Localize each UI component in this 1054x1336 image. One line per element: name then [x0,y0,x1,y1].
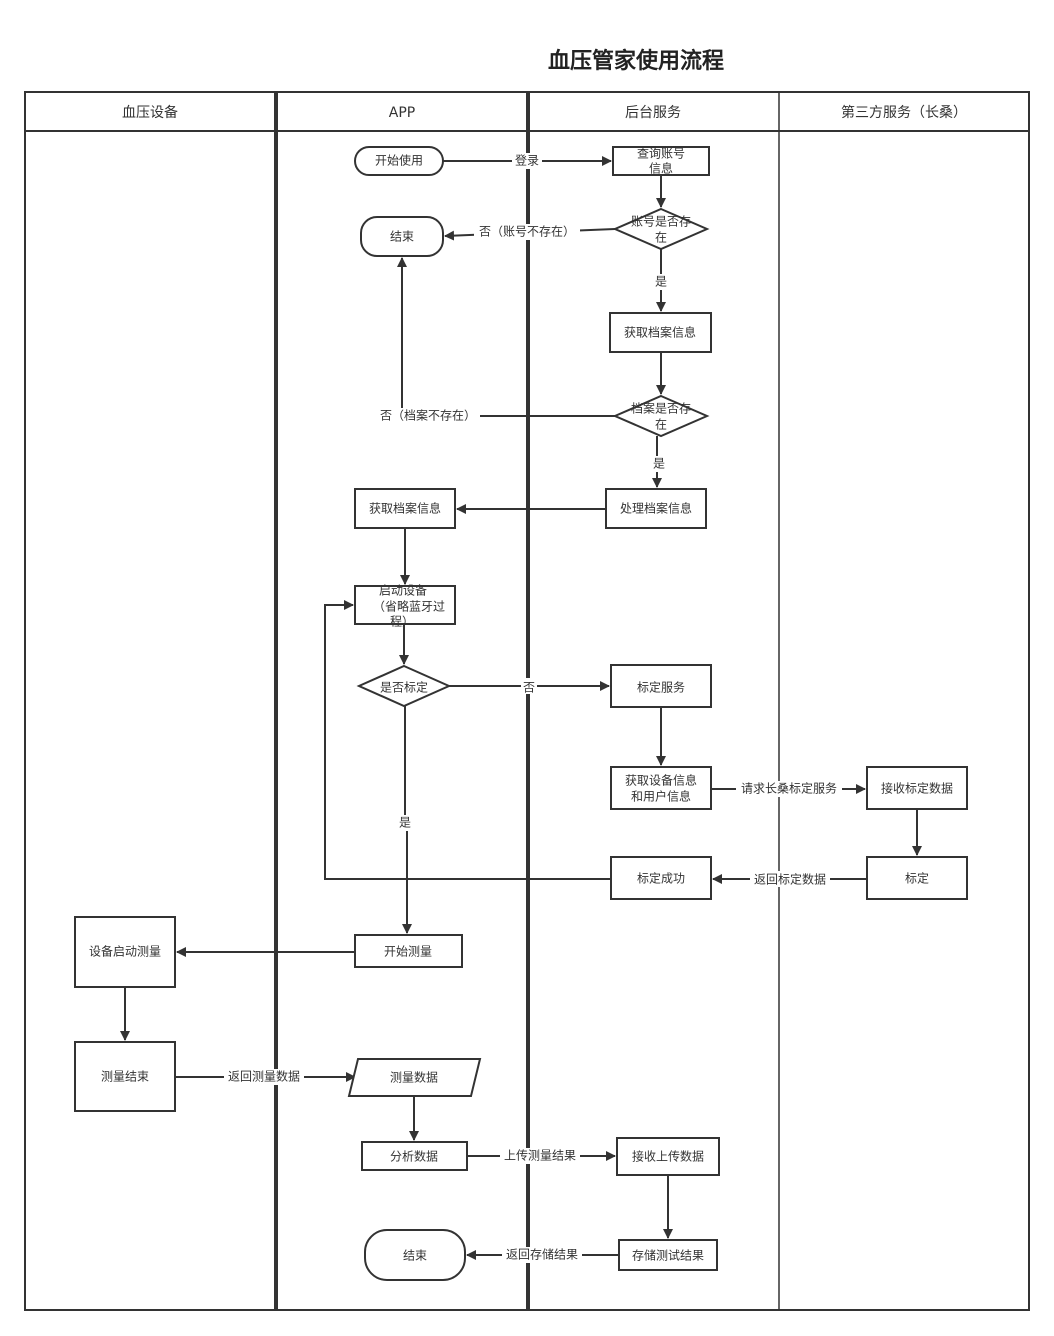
svg-text:设备启动测量: 设备启动测量 [89,945,161,959]
diagram-title: 血压管家使用流程 [548,48,724,74]
svg-text:存储测试结果: 存储测试结果 [632,1248,704,1263]
node-measure-end: 测量结束 [74,1041,176,1112]
svg-text:程）: 程） [390,614,414,629]
svg-text:接收上传数据: 接收上传数据 [632,1149,704,1164]
svg-text:测量结束: 测量结束 [101,1070,149,1084]
svg-text:和用户信息: 和用户信息 [631,789,691,804]
edge-no-profile [397,257,615,417]
svg-text:处理档案信息: 处理档案信息 [620,501,692,516]
svg-text:档案是否存: 档案是否存 [631,401,691,416]
svg-text:启动设备: 启动设备 [379,584,427,598]
svg-text:信息: 信息 [649,161,673,176]
node-start: 开始使用 [354,146,444,176]
node-store-result: 存储测试结果 [618,1239,718,1271]
edges [120,156,922,1260]
node-end-1: 结束 [360,216,444,257]
label-upload: 上传测量结果 [504,1148,576,1163]
svg-text:（省略蓝牙过: （省略蓝牙过 [373,599,445,614]
svg-text:标定成功: 标定成功 [637,871,685,886]
svg-text:获取设备信息: 获取设备信息 [625,773,697,788]
svg-text:账号是否存: 账号是否存 [631,215,691,229]
node-query-account: 查询账号 信息 [612,146,710,176]
lane-third-party: 第三方服务（长桑） [841,104,967,121]
node-receive-calib: 接收标定数据 [866,766,968,810]
label-return-measure: 返回测量数据 [228,1069,300,1084]
svg-text:是否标定: 是否标定 [380,680,428,695]
svg-text:获取档案信息: 获取档案信息 [369,501,441,516]
node-account-exists: 账号是否存 在 [612,207,710,251]
lane-app: APP [389,105,415,121]
svg-text:在: 在 [655,231,667,245]
node-calib-success: 标定成功 [610,856,712,900]
svg-text:标定: 标定 [905,871,929,886]
svg-text:获取档案信息: 获取档案信息 [624,325,696,340]
svg-text:结束: 结束 [403,1249,427,1263]
svg-text:查询账号: 查询账号 [637,147,685,161]
node-get-device-info: 获取设备信息 和用户信息 [610,766,712,810]
node-calib-service: 标定服务 [610,664,712,708]
label-yes1: 是 [655,275,667,289]
svg-text:分析数据: 分析数据 [390,1149,438,1164]
node-receive-upload: 接收上传数据 [616,1137,720,1176]
svg-text:接收标定数据: 接收标定数据 [881,781,953,796]
node-get-profile-app: 获取档案信息 [354,488,456,529]
lane-device: 血压设备 [122,104,178,121]
node-analyze: 分析数据 [361,1141,468,1171]
label-no-account: 否（账号不存在） [479,225,575,239]
node-start-device: 启动设备 （省略蓝牙过 程） [354,584,456,629]
node-calibrate: 标定 [866,856,968,900]
node-measure-data: 测量数据 [347,1058,482,1097]
svg-text:在: 在 [655,418,667,432]
label-yes-calib: 是 [399,816,411,830]
label-request-calib: 请求长桑标定服务 [741,781,837,796]
lane-backend: 后台服务 [625,105,681,121]
node-device-measure: 设备启动测量 [74,916,176,988]
swimlanes: 血压设备 APP 后台服务 第三方服务（长桑） [24,91,1030,1311]
node-profile-exists: 档案是否存 在 [612,394,710,438]
label-return-store: 返回存储结果 [506,1247,578,1262]
node-process-profile: 处理档案信息 [605,488,707,529]
node-is-calibrated: 是否标定 [356,664,452,708]
svg-text:开始使用: 开始使用 [375,153,423,168]
svg-text:标定服务: 标定服务 [637,680,685,695]
node-end-2: 结束 [364,1229,466,1281]
edge-loop-back [324,600,611,880]
node-get-profile-server: 获取档案信息 [609,312,712,353]
svg-text:开始测量: 开始测量 [384,945,432,959]
svg-text:结束: 结束 [390,230,414,244]
label-no-calib: 否 [523,681,535,695]
label-return-calib: 返回标定数据 [754,872,826,887]
node-start-measure: 开始测量 [354,934,463,968]
edge-labels: 登录 否（账号不存在） 是 否（档案不存在） 是 否 是 请求长桑标定服务 返回… [224,153,842,1263]
label-login: 登录 [515,153,539,168]
svg-text:测量数据: 测量数据 [390,1070,438,1085]
label-no-profile: 否（档案不存在） [380,408,476,423]
label-yes2: 是 [653,457,665,471]
